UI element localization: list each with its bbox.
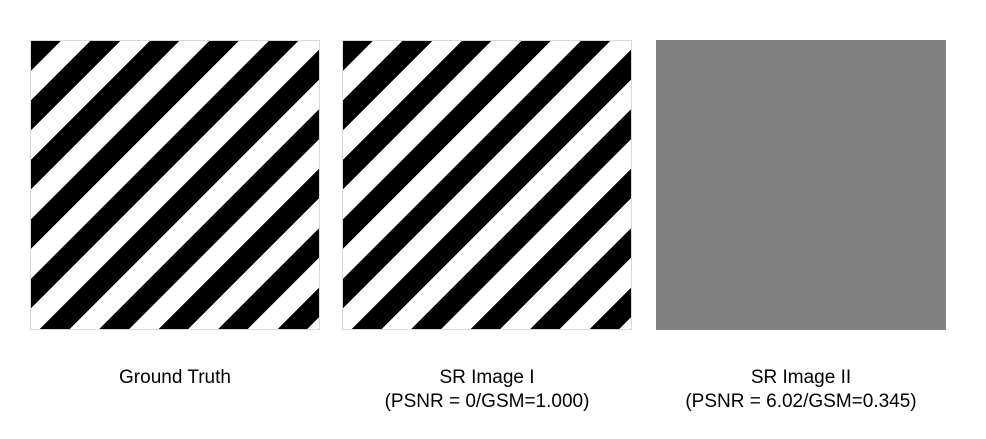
ground-truth-image	[30, 40, 320, 330]
sr-image-2-title: SR Image II	[750, 367, 852, 388]
sr-image-1-metrics: (PSNR = 0/GSM=1.000)	[384, 391, 590, 412]
sr-image-1-title: SR Image I	[439, 367, 535, 388]
sr-image-1	[342, 40, 632, 330]
sr-image-2-metrics: (PSNR = 6.02/GSM=0.345)	[685, 391, 917, 412]
ground-truth-caption: Ground Truth	[30, 366, 320, 390]
ground-truth-title: Ground Truth	[119, 367, 231, 388]
sr-image-1-caption: SR Image I (PSNR = 0/GSM=1.000)	[342, 366, 632, 414]
sr-image-2	[656, 40, 946, 330]
sr-image-2-caption: SR Image II (PSNR = 6.02/GSM=0.345)	[656, 366, 946, 414]
